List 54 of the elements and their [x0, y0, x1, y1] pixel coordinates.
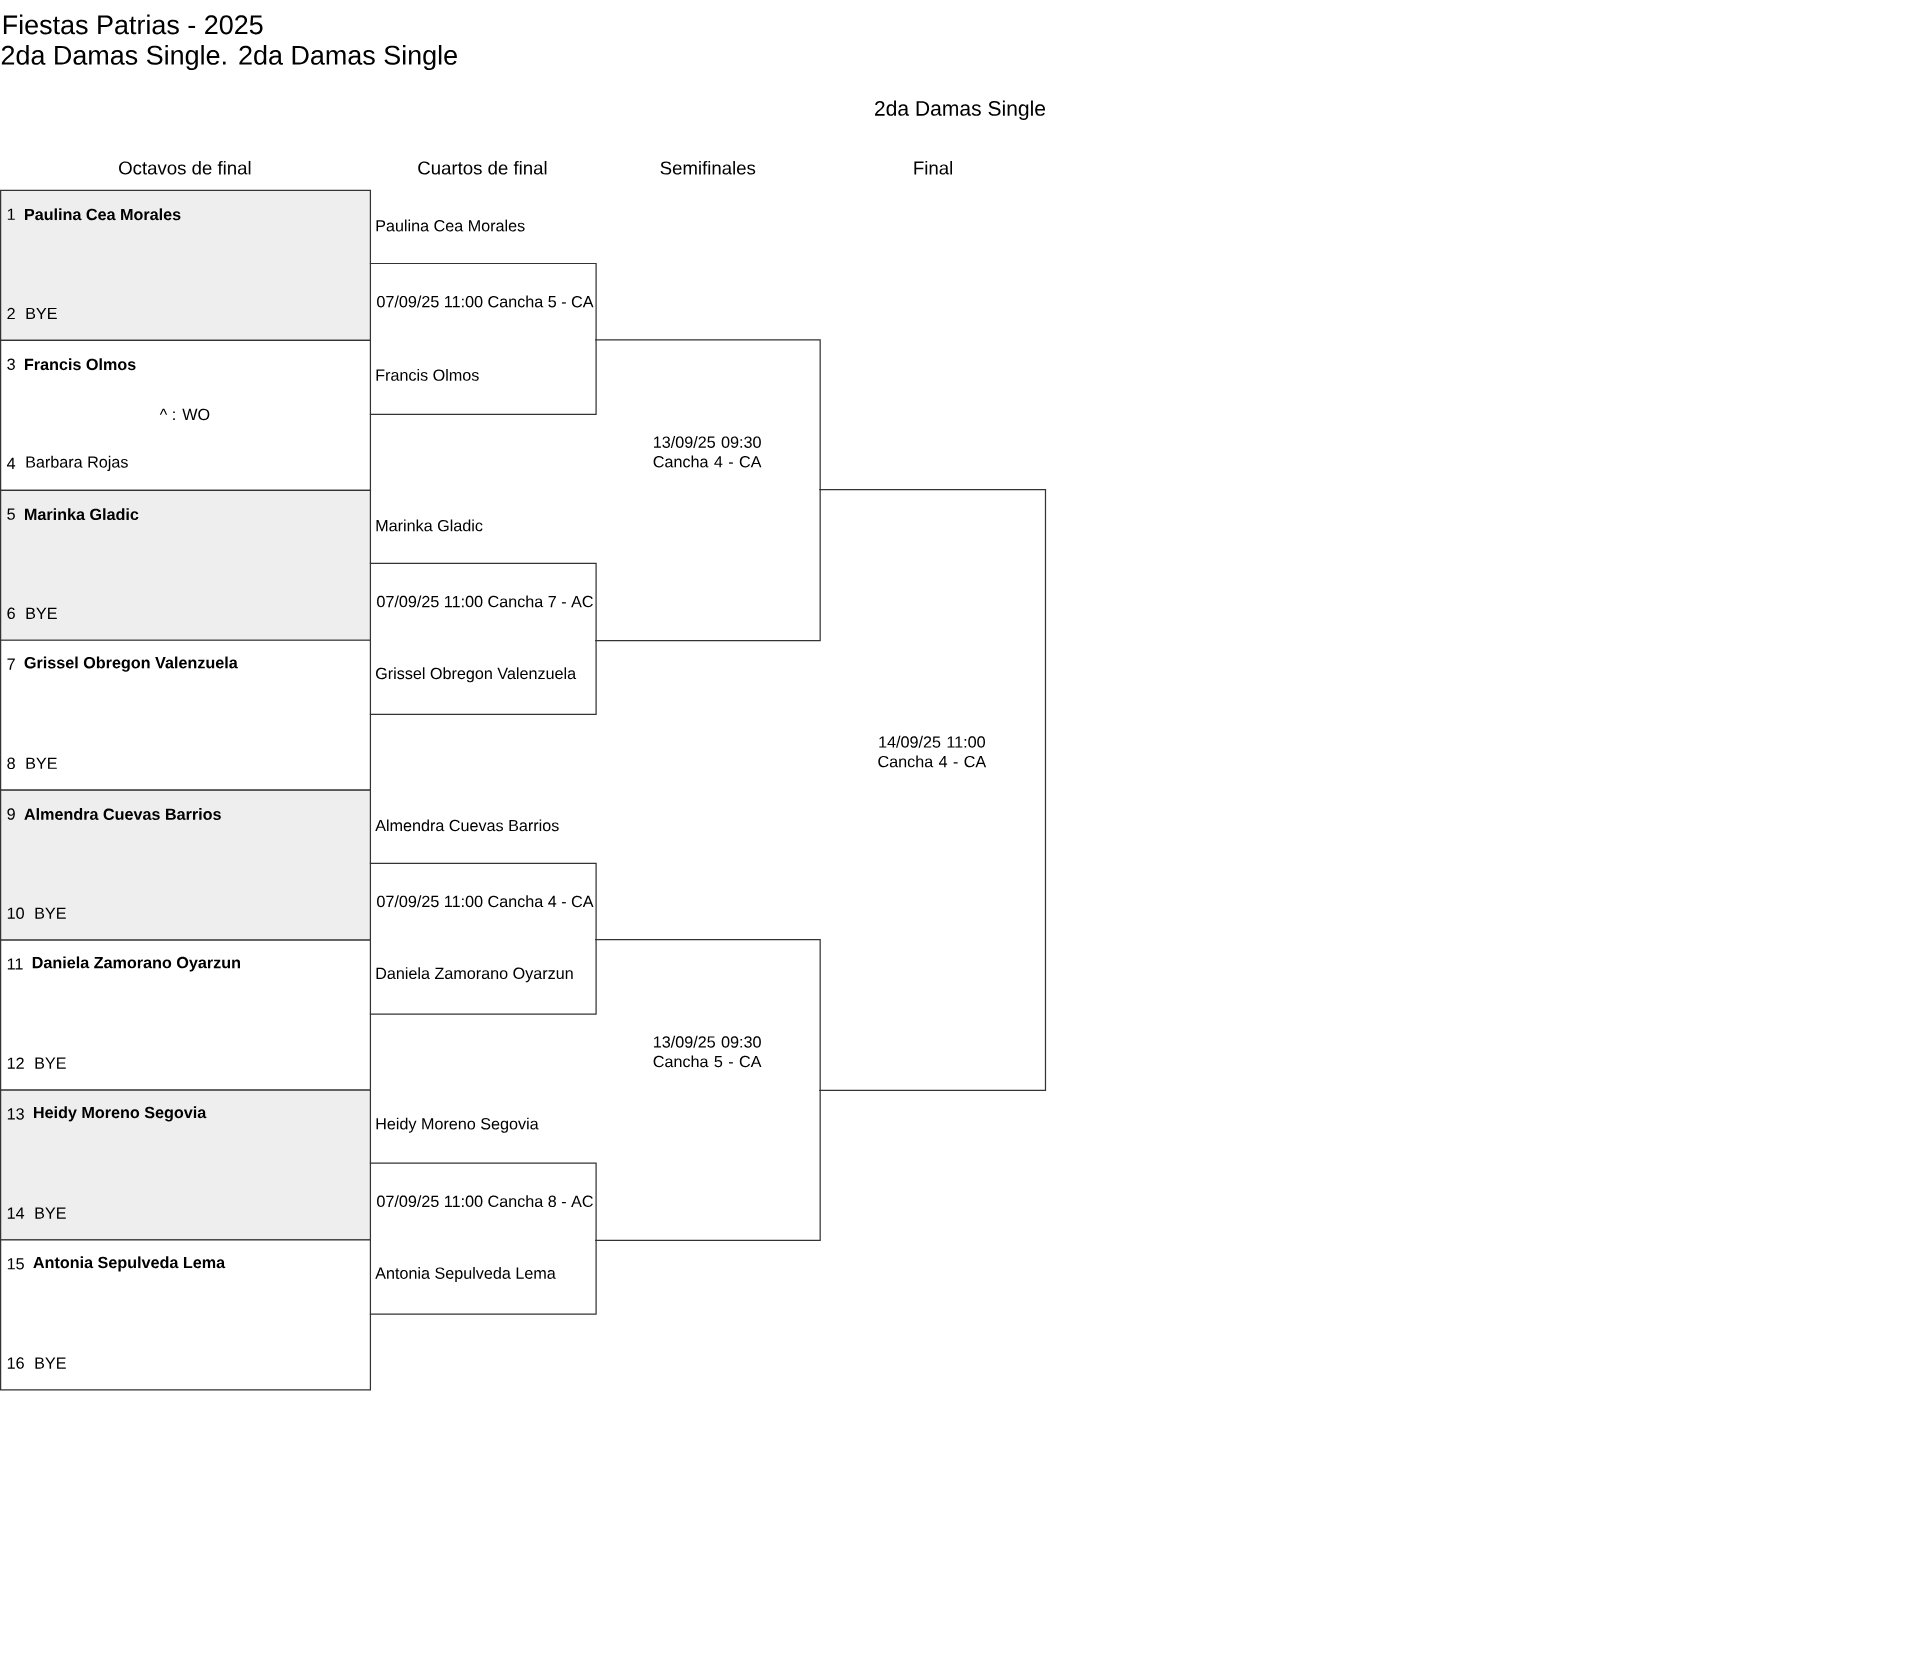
column-heading: Semifinales: [660, 160, 756, 175]
player-name: Almendra Cuevas Barrios: [375, 819, 559, 832]
player-name: Paulina Cea Morales: [25, 208, 181, 221]
subtitle: 2da Damas Single. 2da Damas Single: [1, 45, 457, 71]
seed-number: 3: [7, 358, 15, 370]
result-note: ^ : WO: [159, 408, 210, 421]
seed-number: 4: [7, 457, 16, 469]
match-schedule: 13/09/25 09:30 Cancha 5 - CA: [653, 1035, 762, 1068]
player-name: BYE: [26, 757, 57, 769]
match-schedule: 07/09/25 11:00 Cancha 4 - CA: [377, 895, 594, 908]
match-schedule: 13/09/25 09:30 Cancha 4 - CA: [653, 436, 762, 468]
bracket-heading: 2da Damas Single: [875, 100, 1046, 121]
column-heading: Cuartos de final: [418, 160, 547, 175]
player-name: Grissel Obregon Valenzuela: [376, 667, 577, 683]
seed-number: 12: [7, 1057, 24, 1069]
player-name: BYE: [35, 1357, 66, 1369]
title: Fiestas Patrias - 2025: [3, 14, 263, 35]
seed-number: 5: [7, 508, 15, 520]
seed-number: 2: [7, 307, 15, 320]
seed-number: 16: [7, 1357, 24, 1369]
player-name: Almendra Cuevas Barrios: [24, 808, 221, 820]
player-name: BYE: [35, 907, 66, 919]
seed-number: 11: [7, 958, 23, 970]
player-name: BYE: [35, 1057, 66, 1069]
player-name: BYE: [26, 307, 57, 320]
player-name: BYE: [26, 607, 57, 619]
match-schedule: 14/09/25 11:00 Cancha 4 - CA: [878, 735, 987, 768]
player-name: Barbara Rojas: [26, 455, 128, 471]
player-name: Marinka Gladic: [376, 519, 483, 532]
column-heading: Final: [914, 160, 952, 175]
player-name: Paulina Cea Morales: [376, 219, 525, 232]
player-name: Antonia Sepulveda Lema: [33, 1256, 226, 1272]
seed-number: 9: [7, 808, 15, 820]
seed-number: 13: [7, 1108, 24, 1120]
seed-number: 14: [7, 1207, 25, 1219]
player-name: Daniela Zamorano Oyarzun: [376, 967, 573, 983]
player-name: Grissel Obregon Valenzuela: [24, 656, 238, 672]
seed-number: 10: [7, 907, 24, 919]
player-name: Daniela Zamorano Oyarzun: [32, 956, 240, 972]
player-name: Heidy Moreno Segovia: [34, 1106, 207, 1122]
match-schedule: 07/09/25 11:00 Cancha 5 - CA: [377, 295, 594, 308]
player-name: Francis Olmos: [376, 369, 479, 381]
match-schedule: 07/09/25 11:00 Cancha 7 - AC: [377, 595, 593, 608]
seed-number: 7: [7, 658, 15, 670]
seed-number: 15: [7, 1258, 24, 1270]
match-schedule: 07/09/25 11:00 Cancha 8 - AC: [377, 1195, 593, 1208]
player-name: Antonia Sepulveda Lema: [375, 1267, 556, 1283]
player-name: BYE: [35, 1207, 66, 1219]
seed-number: 6: [7, 607, 15, 620]
seed-number: 1: [7, 208, 15, 220]
player-name: Marinka Gladic: [25, 508, 139, 521]
player-name: Heidy Moreno Segovia: [376, 1117, 539, 1133]
player-name: Francis Olmos: [25, 358, 136, 371]
seed-number: 8: [7, 757, 15, 770]
